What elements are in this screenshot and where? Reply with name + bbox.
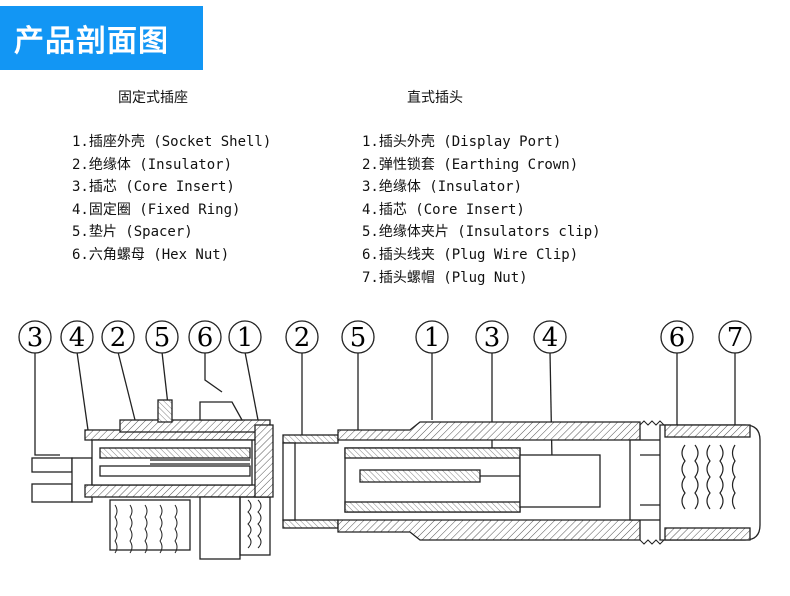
- plug-callout: 5: [341, 320, 375, 354]
- socket-callout: 1: [228, 320, 262, 354]
- plug-part-item: 1.插头外壳 (Display Port): [362, 134, 562, 150]
- socket-callout: 6: [188, 320, 222, 354]
- socket-parts-list: 1.插座外壳 (Socket Shell) 2.绝缘体 (Insulator) …: [72, 131, 271, 267]
- socket-column-title: 固定式插座: [118, 90, 188, 106]
- plug-part-item: 7.插头螺帽 (Plug Nut): [362, 269, 528, 286]
- plug-callout: 6: [660, 320, 694, 354]
- title-banner: 产品剖面图: [0, 6, 203, 70]
- socket-part-item: 4.固定圈 (Fixed Ring): [72, 201, 241, 218]
- plug-part-item: 4.插芯 (Core Insert): [362, 201, 525, 218]
- plug-part-item: 5.绝缘体夹片 (Insulators clip): [362, 224, 601, 241]
- plug-callout: 2: [285, 320, 319, 354]
- plug-assembly: [282, 351, 761, 545]
- svg-text:2: 2: [294, 323, 311, 353]
- plug-callout: 1: [415, 320, 449, 354]
- plug-part-item: 3.绝缘体 (Insulator): [362, 179, 523, 196]
- socket-callout: 2: [101, 320, 135, 354]
- socket-callouts: 3 4 2 5 6 1: [18, 320, 262, 354]
- socket-assembly: [31, 351, 274, 560]
- plug-part-item: 6.插头线夹 (Plug Wire Clip): [362, 246, 579, 263]
- plug-callout: 7: [718, 320, 752, 354]
- svg-text:5: 5: [350, 323, 367, 353]
- svg-text:2: 2: [110, 323, 127, 353]
- svg-text:5: 5: [154, 323, 171, 353]
- svg-text:1: 1: [237, 323, 254, 353]
- svg-text:3: 3: [27, 323, 44, 353]
- plug-part-item: 2.弹性锁套 (Earthing Crown): [362, 156, 579, 173]
- svg-text:6: 6: [669, 323, 686, 353]
- svg-text:7: 7: [727, 323, 744, 353]
- svg-text:3: 3: [484, 323, 501, 353]
- svg-text:1: 1: [424, 323, 441, 353]
- socket-part-item: 2.绝缘体 (Insulator): [72, 156, 233, 173]
- plug-column-title: 直式插头: [407, 90, 463, 106]
- socket-part-item: 6.六角螺母 (Hex Nut): [72, 246, 230, 263]
- plug-parts-list: 1.插头外壳 (Display Port) 2.弹性锁套 (Earthing C…: [362, 131, 601, 289]
- plug-callouts: 2 5 1 3 4 6 7: [285, 320, 752, 354]
- page-title: 产品剖面图: [14, 24, 169, 59]
- socket-part-item: 3.插芯 (Core Insert): [72, 179, 235, 196]
- socket-callout: 3: [18, 320, 52, 354]
- svg-text:6: 6: [197, 323, 214, 353]
- socket-callout: 5: [145, 320, 179, 354]
- socket-part-item: 1.插座外壳 (Socket Shell): [72, 134, 272, 150]
- plug-callout: 4: [533, 320, 567, 354]
- socket-part-item: 5.垫片 (Spacer): [72, 224, 193, 241]
- svg-text:4: 4: [542, 323, 559, 353]
- svg-text:4: 4: [69, 323, 86, 353]
- socket-callout: 4: [60, 320, 94, 354]
- plug-callout: 3: [475, 320, 509, 354]
